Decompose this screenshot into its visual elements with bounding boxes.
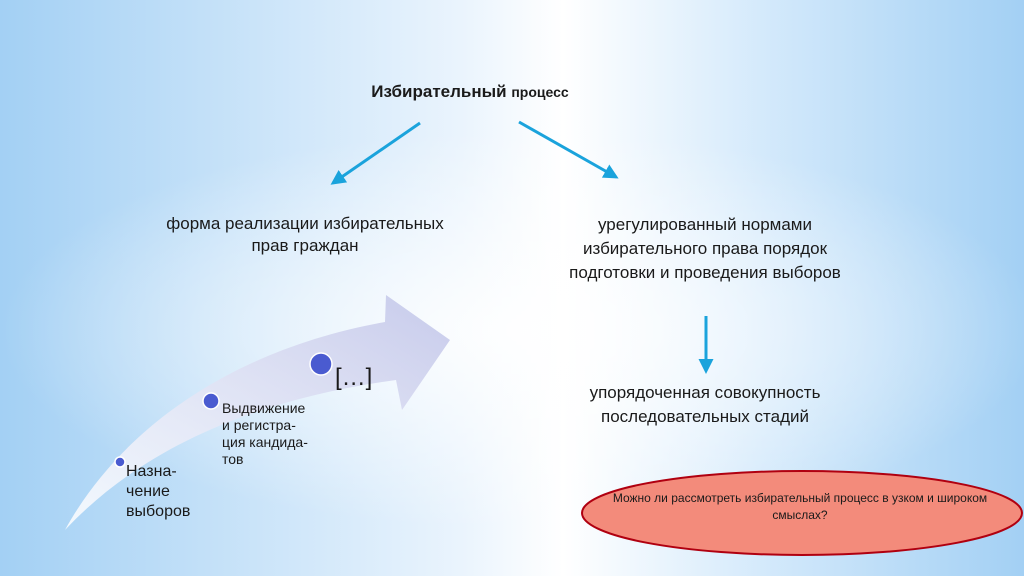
stage-label-1: Назна-чение выборов [126,463,191,520]
stage-dot-2 [202,392,220,410]
stage-label-3: […] [335,364,373,391]
right-result: упорядоченная совокупность последователь… [589,383,821,426]
stage-dot-1 [114,456,126,468]
stage-label-2: Выдвижение и регистра-ция кандида-тов [222,400,308,467]
arrow-to-left-definition [330,121,421,185]
diagram-title: Избирательный процесс [300,82,640,102]
stage-dot-3 [309,352,333,376]
stage-progress-arrow [65,295,450,530]
right-definition: урегулированный нормами избирательного п… [569,215,841,282]
title-sub: процесс [511,84,569,100]
arrow-to-right-definition [518,120,619,179]
question-text: Можно ли рассмотреть избирательный проце… [612,491,988,522]
question-ellipse [581,470,1023,556]
left-definition: форма реализации избирательных прав граж… [166,214,444,255]
title-main: Избирательный [371,82,507,101]
